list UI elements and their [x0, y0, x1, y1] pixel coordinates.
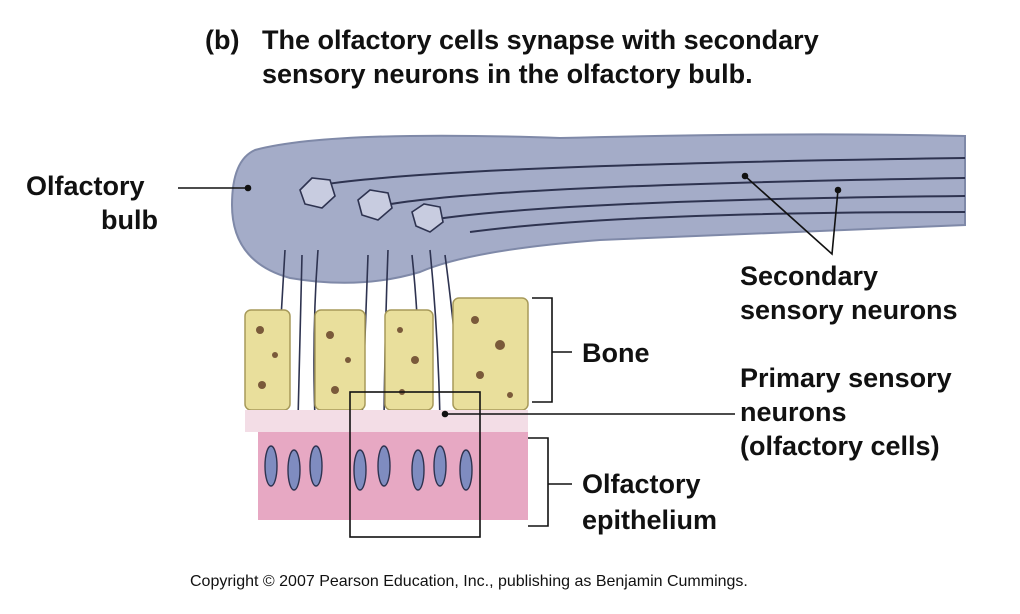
primary-cell-bodies — [264, 445, 473, 491]
figure-title-line1: The olfactory cells synapse with seconda… — [262, 25, 819, 55]
label-primary-line3: (olfactory cells) — [740, 431, 940, 461]
leader-lines — [178, 172, 842, 527]
lamina-layer — [245, 410, 528, 432]
label-primary-line1: Primary sensory — [740, 363, 952, 393]
label-olfactory-bulb-line2: bulb — [101, 205, 158, 235]
bone-layer — [244, 297, 529, 411]
label-epithelium-line2: epithelium — [582, 505, 718, 535]
detail-box — [349, 391, 481, 538]
panel-letter: (b) — [205, 25, 240, 55]
label-secondary-line2: sensory neurons — [740, 295, 958, 325]
label-bone: Bone — [582, 338, 650, 368]
label-olfactory-bulb-line1: Olfactory — [26, 171, 145, 201]
label-secondary-line1: Secondary — [740, 261, 879, 291]
figure-title-line2: sensory neurons in the olfactory bulb. — [262, 59, 753, 89]
label-epithelium-line1: Olfactory — [582, 469, 701, 499]
copyright-notice: Copyright © 2007 Pearson Education, Inc.… — [190, 573, 748, 590]
olfactory-bulb-shape — [230, 133, 966, 284]
bone-spots — [256, 316, 513, 398]
secondary-neuron-bodies — [299, 177, 444, 233]
epithelium-layer — [258, 432, 528, 520]
label-primary-line2: neurons — [740, 397, 847, 427]
secondary-axon-tracts — [319, 157, 966, 233]
